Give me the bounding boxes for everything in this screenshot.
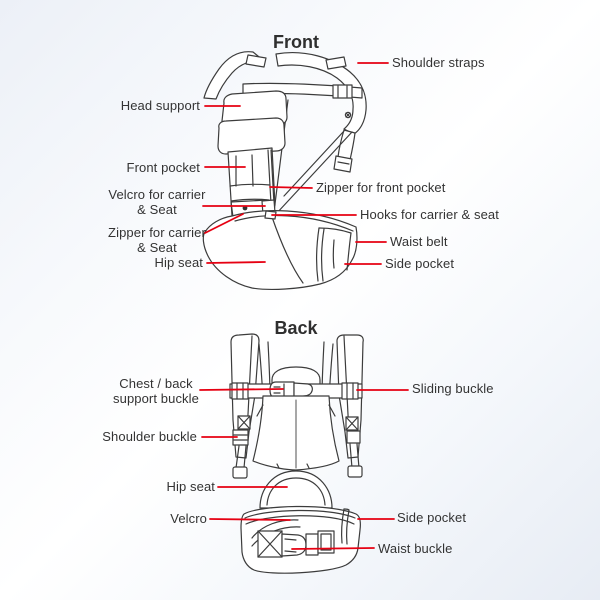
back-view-title: Back [274,318,318,338]
label-hip-seat-back: Hip seat [166,479,215,494]
label-side-pocket-front: Side pocket [385,256,455,271]
label-shoulder-straps: Shoulder straps [392,55,485,70]
front-view-title: Front [273,32,319,52]
label-zipper-for-carrier-seat: Zipper for carrier & Seat [108,225,206,255]
label-front-pocket: Front pocket [126,160,200,175]
label-waist-belt: Waist belt [390,234,448,249]
label-velcro-for-carrier-seat: Velcro for carrier & Seat [108,187,206,217]
label-side-pocket-back: Side pocket [397,510,467,525]
label-shoulder-buckle: Shoulder buckle [102,429,197,444]
label-hip-seat-front: Hip seat [154,255,203,270]
label-zipper-for-front-pocket: Zipper for front pocket [316,180,446,195]
label-head-support: Head support [120,98,200,113]
label-velcro-back: Velcro [170,511,207,526]
label-hooks-for-carrier-seat: Hooks for carrier & seat [360,207,499,222]
label-sliding-buckle: Sliding buckle [412,381,494,396]
label-waist-buckle: Waist buckle [378,541,453,556]
label-chest-back-support-buckle: Chest / back support buckle [113,376,199,406]
back-view-illustration [229,333,364,574]
front-view-illustration [202,51,367,291]
leader-lines [199,62,409,550]
